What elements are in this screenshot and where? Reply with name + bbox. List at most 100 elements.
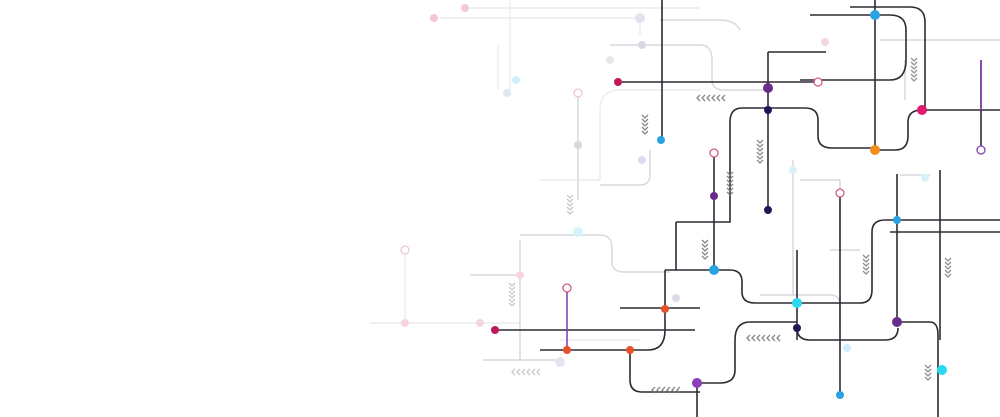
chevron-arrow [536,368,541,376]
chevron-arrow [666,386,671,394]
chevron-arrow [944,269,952,274]
chevron-arrow [656,386,661,394]
chevron-arrow [761,334,766,342]
faint-node-dot [476,319,484,327]
chevron-arrow [676,386,681,394]
chevron-arrow-group [726,171,734,196]
chevron-arrow [771,334,776,342]
node-ring [709,148,719,158]
chevron-arrow [910,69,918,74]
chevron-arrow [701,247,709,252]
chevron-arrow-group [862,254,870,275]
faint-node-dot [512,76,520,84]
chevron-arrow [508,298,516,303]
chevron-arrow [756,155,764,160]
node-ring [976,145,986,155]
chevron-arrow [641,130,649,135]
faint-trace [540,89,700,181]
faint-node-dot [430,14,438,22]
node-ring [562,283,572,293]
light-grey-traces [470,19,1000,361]
node-dot [792,298,802,308]
node-ring [835,188,845,198]
chevron-arrow [641,122,649,127]
faint-traces [370,0,700,341]
chevron-arrow [531,368,536,376]
faint-node-dot [843,344,851,352]
faint-node-dot [461,4,469,12]
chevron-arrow [726,187,734,192]
chevron-arrow [924,372,932,377]
faint-node-dot [516,271,524,279]
chevron-arrow-group [508,282,516,307]
faint-node-dot [789,166,797,174]
chevron-arrow [944,265,952,270]
faint-node-dot [635,13,645,23]
faint-node-dot [401,319,409,327]
dark-trace [796,327,899,341]
chevron-arrow-group [651,386,681,394]
chevron-arrow [910,65,918,70]
chevron-arrow [508,282,516,287]
chevron-arrow-group [910,57,918,82]
light-trace [610,44,770,91]
faint-node-dot [573,227,583,237]
chevron-arrow [641,118,649,123]
chevron-arrow-group [641,114,649,135]
chevron-arrow [756,159,764,164]
node-dot [692,378,702,388]
chevron-arrow [696,94,701,102]
dark-traces [495,0,1000,417]
light-trace [800,179,841,250]
dark-trace [665,269,797,304]
chevron-arrow [862,266,870,271]
faint-node-dot [503,89,511,97]
chevron-arrow [924,368,932,373]
faint-node-dot [672,294,680,302]
chevron-arrow [706,94,711,102]
chevron-arrow [862,254,870,259]
chevron-arrow [721,94,726,102]
dark-trace [629,350,700,393]
light-trace [600,150,651,186]
chevron-arrow [516,368,521,376]
chevron-arrow-group [701,239,709,260]
chevron-arrow [862,258,870,263]
chevron-arrow [910,73,918,78]
dark-trace [875,109,1000,151]
chevron-arrow [671,386,676,394]
chevron-arrow [521,368,526,376]
chevron-arrow [726,171,734,176]
chevron-arrow [726,191,734,196]
chevron-arrow [756,147,764,152]
faint-node-dot [555,357,565,367]
chevron-arrow [508,294,516,299]
faint-node-dot [638,156,646,164]
chevron-arrow [711,94,716,102]
chevron-arrow [566,198,574,203]
chevron-arrow [566,210,574,215]
chevron-arrow [756,143,764,148]
node-dot [937,365,947,375]
chevron-arrow [508,290,516,295]
chevron-arrow-group [756,139,764,164]
node-dot [917,105,927,115]
node-dot [870,10,880,20]
chevron-arrow [776,334,781,342]
node-ring [813,77,823,87]
chevron-arrow [566,206,574,211]
faint-node-ring [400,245,410,255]
chevron-arrow [944,273,952,278]
light-trace [660,19,741,31]
chevron-arrow [566,194,574,199]
chevron-arrow [726,183,734,188]
node-dot [491,326,499,334]
light-trace [520,234,670,273]
chevron-arrow [910,61,918,66]
chevron-arrow [751,334,756,342]
dark-trace [797,219,1000,304]
chevron-arrow [726,179,734,184]
chevron-arrow [726,175,734,180]
